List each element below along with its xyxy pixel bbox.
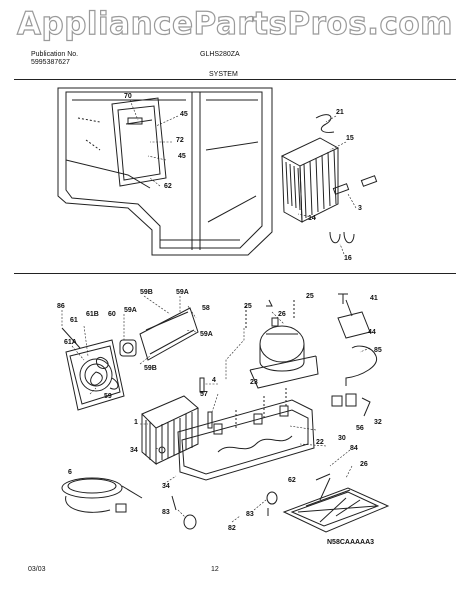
fan-blade xyxy=(90,357,119,390)
fan-screw xyxy=(61,327,81,349)
cabinet-liner xyxy=(57,87,273,256)
callout-59b-lower: 59B xyxy=(144,365,157,372)
diagram-code: N58CAAAAA3 xyxy=(327,539,375,546)
callout-26: 26 xyxy=(278,311,286,318)
callout-44: 44 xyxy=(368,329,376,336)
callout-61b: 61B xyxy=(86,311,99,318)
callout-25-right: 25 xyxy=(306,293,314,300)
screw-41 xyxy=(338,293,348,304)
drain-pan xyxy=(282,473,390,533)
watermark: AppliancePartsPros.com xyxy=(16,5,453,42)
callout-59: 59 xyxy=(104,393,112,400)
callout-86: 86 xyxy=(57,303,65,310)
callout-45: 45 xyxy=(180,111,188,118)
leveling-legs xyxy=(171,491,278,530)
machine-compartment-base xyxy=(177,399,315,481)
relay-56 xyxy=(345,393,357,407)
condenser-lower xyxy=(141,395,199,466)
section-title: SYSTEM xyxy=(209,71,238,78)
clip-57 xyxy=(207,411,213,429)
callout-59a-top: 59A xyxy=(176,289,189,296)
callout-83-right: 83 xyxy=(246,511,254,518)
relay-bracket xyxy=(337,299,371,339)
evaporator-housing xyxy=(111,97,167,187)
screw-25 xyxy=(266,299,273,307)
callout-62: 62 xyxy=(288,477,296,484)
callout-82: 82 xyxy=(228,525,236,532)
condenser-coil xyxy=(280,114,378,244)
callout-22: 22 xyxy=(316,439,324,446)
callout-61a: 61A xyxy=(64,339,77,346)
model-number: GLHS280ZA xyxy=(200,51,240,58)
callout-45-lower: 45 xyxy=(178,153,186,160)
callout-21: 21 xyxy=(336,109,344,116)
callout-70: 70 xyxy=(124,93,132,100)
footer-date: 03/03 xyxy=(28,566,46,573)
callout-16: 16 xyxy=(344,255,352,262)
screw-34 xyxy=(158,446,166,454)
callout-41: 41 xyxy=(370,295,378,302)
callout-59a-right: 59A xyxy=(200,331,213,338)
publication-number: 5995387627 xyxy=(31,59,70,66)
callout-83-left: 83 xyxy=(162,509,170,516)
header-rule xyxy=(14,79,456,80)
section-divider xyxy=(14,273,456,274)
callout-56: 56 xyxy=(356,425,364,432)
callout-4: 4 xyxy=(212,377,216,384)
callout-84: 84 xyxy=(350,445,358,452)
cover-32 xyxy=(361,397,371,417)
overload-30 xyxy=(331,395,343,407)
callout-62-top: 62 xyxy=(164,183,172,190)
callout-72: 72 xyxy=(176,137,184,144)
clip-4 xyxy=(199,377,205,393)
callout-59a-mid: 59A xyxy=(124,307,137,314)
fan-shroud xyxy=(65,339,125,411)
callout-59b: 59B xyxy=(140,289,153,296)
page-number: 12 xyxy=(211,566,219,573)
callout-58: 58 xyxy=(202,305,210,312)
callout-14: 14 xyxy=(308,215,316,222)
callout-15: 15 xyxy=(346,135,354,142)
callout-60: 60 xyxy=(108,311,116,318)
callout-1: 1 xyxy=(134,419,138,426)
fan-motor xyxy=(119,307,199,361)
compressor xyxy=(249,317,319,389)
callout-34-left: 34 xyxy=(130,447,138,454)
callout-61: 61 xyxy=(70,317,78,324)
callout-32: 32 xyxy=(374,419,382,426)
tubing xyxy=(345,345,378,386)
callout-25-left: 25 xyxy=(244,303,252,310)
callout-23: 23 xyxy=(250,379,258,386)
callout-30: 30 xyxy=(338,435,346,442)
callout-57: 57 xyxy=(200,391,208,398)
compressor-bolts xyxy=(245,300,295,330)
callout-85: 85 xyxy=(374,347,382,354)
callout-6: 6 xyxy=(68,469,72,476)
callout-3: 3 xyxy=(358,205,362,212)
callout-34-lower: 34 xyxy=(162,483,170,490)
power-cord xyxy=(61,477,143,513)
callout-26-pan: 26 xyxy=(360,461,368,468)
publication-label: Publication No. xyxy=(31,51,79,58)
